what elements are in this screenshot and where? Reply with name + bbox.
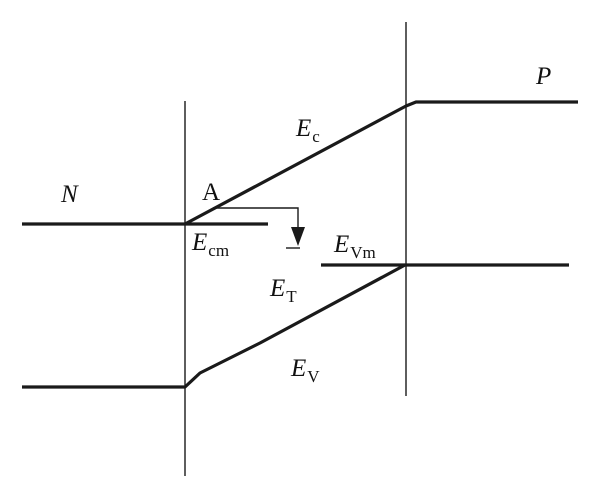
- n-region-label: N: [60, 181, 79, 208]
- et-label-sub: T: [286, 287, 297, 306]
- ec-label: Ec: [295, 115, 320, 146]
- evm-label: EVm: [333, 231, 376, 262]
- et-label: ET: [269, 275, 297, 306]
- ecm-label: Ecm: [191, 229, 229, 260]
- ev-label: EV: [290, 355, 320, 386]
- p-region-label: P: [535, 63, 551, 90]
- ev-label-sub: V: [307, 367, 320, 386]
- evm-label-sub: Vm: [350, 243, 376, 262]
- transition-path: [213, 207, 299, 227]
- et-label-main: E: [269, 275, 285, 302]
- ecm-label-sub: cm: [208, 241, 229, 260]
- evm-label-main: E: [333, 231, 349, 258]
- ec-label-sub: c: [312, 127, 320, 146]
- ev-label-main: E: [290, 355, 306, 382]
- valence-band-line: [22, 263, 569, 389]
- transition-arrow-head: [291, 227, 305, 246]
- ec-label-main: E: [295, 115, 311, 142]
- point-a-label: A: [202, 179, 220, 206]
- ecm-label-main: E: [191, 229, 207, 256]
- conduction-band-line: [22, 100, 578, 226]
